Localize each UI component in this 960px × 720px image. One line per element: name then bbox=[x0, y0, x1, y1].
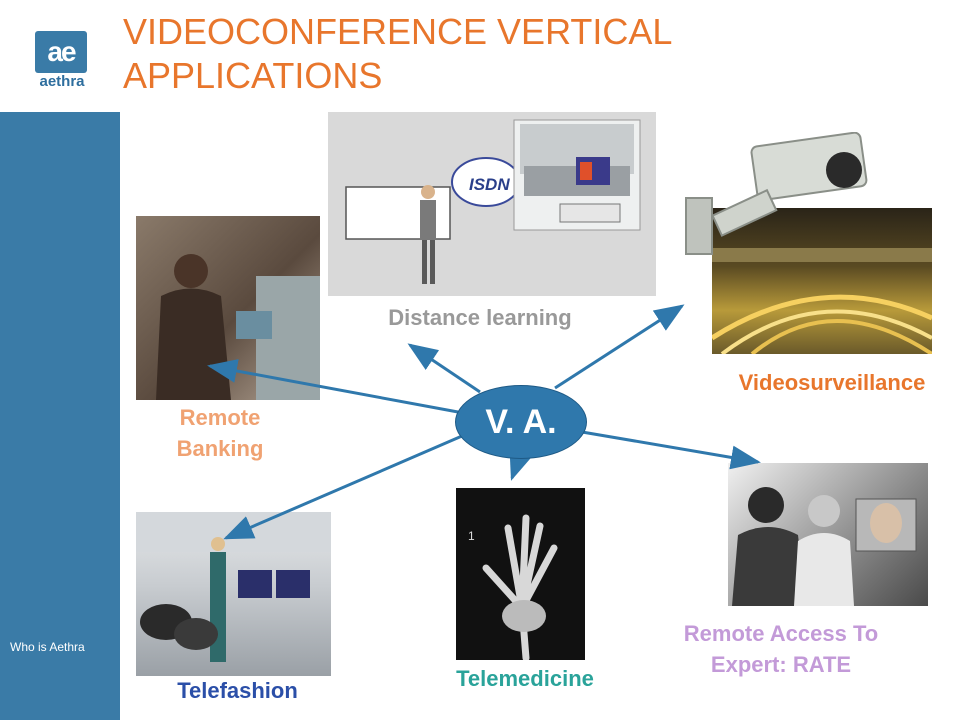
label-telemedicine: Telemedicine bbox=[456, 666, 594, 691]
label-remote-access: Remote Access To Expert: RATE bbox=[683, 621, 879, 677]
aethra-logo: ae bbox=[35, 31, 87, 73]
svg-text:1: 1 bbox=[468, 529, 475, 543]
arrow-to-telefashion bbox=[223, 434, 463, 540]
arrow-to-remote-access bbox=[581, 430, 761, 470]
slide-title: VIDEOCONFERENCE VERTICAL APPLICATIONS bbox=[123, 11, 672, 96]
arrow-to-distance-learning bbox=[407, 343, 481, 394]
arrow-to-remote-banking bbox=[207, 359, 459, 414]
logo-mark: ae bbox=[47, 36, 76, 67]
remote-access-image bbox=[728, 463, 928, 606]
label-videosurveillance: Videosurveillance bbox=[738, 370, 926, 395]
label-distance-learning: Distance learning bbox=[388, 305, 572, 330]
footer-label: Who is Aethra bbox=[10, 640, 85, 654]
sidebar-band bbox=[0, 112, 120, 720]
security-camera-image bbox=[684, 132, 874, 256]
distance-learning-image: ISDN bbox=[328, 112, 656, 296]
vertical-applications-hub: V. A. bbox=[455, 385, 587, 459]
label-remote-banking: Remote Banking bbox=[176, 405, 264, 461]
isdn-cloud-label: ISDN bbox=[469, 175, 510, 194]
arrow-to-videosurveillance bbox=[554, 304, 685, 390]
telemedicine-xray-image: 1 bbox=[456, 488, 585, 660]
videosurveillance-image bbox=[712, 208, 932, 354]
label-telefashion: Telefashion bbox=[177, 678, 298, 703]
logo-wordmark: aethra bbox=[39, 73, 85, 90]
